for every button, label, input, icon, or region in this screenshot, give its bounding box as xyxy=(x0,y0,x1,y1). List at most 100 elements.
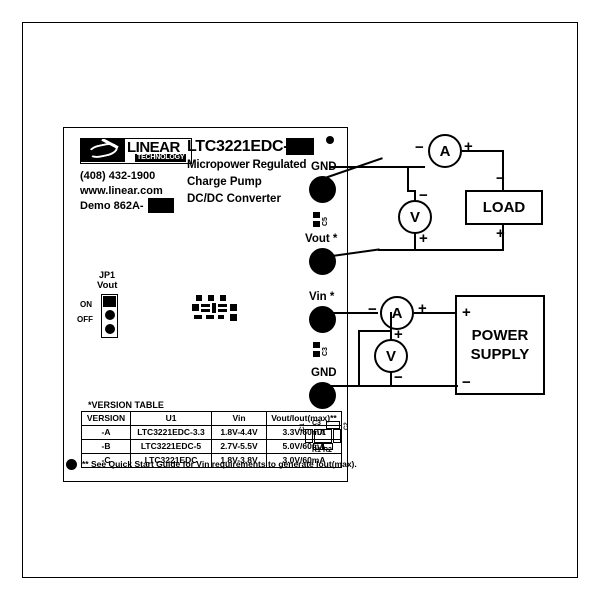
mounting-hole-bottom-left xyxy=(66,459,77,470)
terminal-gnd-top[interactable] xyxy=(309,176,336,203)
wire-voltmeter-top-branch xyxy=(407,166,409,192)
version-cell: 3.3V/60mA xyxy=(266,425,342,440)
jumper-pad-bottom xyxy=(104,324,115,334)
input-ammeter-minus-sign: − xyxy=(368,301,377,318)
output-ammeter-minus-sign: − xyxy=(415,139,424,156)
version-table-footnote: ** See Quick Start Guide for Vin require… xyxy=(82,459,357,469)
silkscreen-c2-label: C2 xyxy=(344,422,350,430)
version-cell: -A xyxy=(81,425,131,440)
wire-load-top-drop xyxy=(502,150,504,191)
demo-version-blank xyxy=(148,198,174,213)
terminal-vout[interactable] xyxy=(309,248,336,275)
wire-voltmeter-top-lead xyxy=(407,190,416,192)
version-cell: LTC3221EDC xyxy=(130,453,212,468)
jumper-off-label: OFF xyxy=(77,315,93,324)
power-supply-label-line1: POWER xyxy=(471,327,529,344)
version-cell: -B xyxy=(81,439,131,454)
logo-subtext: TECHNOLOGY xyxy=(135,154,187,162)
output-ammeter-symbol: A xyxy=(439,142,451,160)
wire-ammeter-to-load xyxy=(462,150,504,152)
output-voltmeter-symbol: V xyxy=(409,208,420,226)
version-table-header-cell: VERSION xyxy=(81,411,131,426)
output-ammeter: A xyxy=(428,134,462,168)
version-cell: LTC3221EDC-5 xyxy=(130,439,212,454)
input-voltmeter: V xyxy=(374,339,408,373)
table-row: -C LTC3221EDC 1.8V-3.8V 3.0V/60mA xyxy=(81,453,342,468)
table-row: -B LTC3221EDC-5 2.7V-5.5V 5.0V/60mA xyxy=(81,439,342,454)
part-version-blank xyxy=(286,138,314,155)
version-table-header-cell: Vout/Iout(max)** xyxy=(266,411,342,426)
jumper-signal-label: Vout xyxy=(97,280,118,291)
diagram-border xyxy=(22,22,578,578)
jumper-on-label: ON xyxy=(80,300,92,309)
version-cell: LTC3221EDC-3.3 xyxy=(130,425,212,440)
wire-supply-to-gnd xyxy=(330,385,458,387)
terminal-label-vin: Vin * xyxy=(309,291,335,303)
version-cell: 5.0V/60mA xyxy=(266,439,342,454)
board-description-line-3: DC/DC Converter xyxy=(187,193,281,205)
output-voltmeter-plus-sign: + xyxy=(419,230,428,247)
version-table-header-cell: Vin xyxy=(211,411,267,426)
logo-wordmark: LINEAR xyxy=(127,139,180,156)
input-voltmeter-symbol: V xyxy=(385,347,396,365)
terminal-label-gnd-top: GND xyxy=(311,161,337,173)
load-plus-sign: + xyxy=(496,225,505,242)
wire-load-bottom-rise xyxy=(502,225,504,251)
wire-ammeter-to-supply-plus xyxy=(414,312,458,314)
version-cell: -C xyxy=(81,453,131,468)
power-supply-plus-sign: + xyxy=(462,304,471,321)
output-voltmeter: V xyxy=(398,200,432,234)
terminal-vin[interactable] xyxy=(309,306,336,333)
input-ammeter-plus-sign: + xyxy=(418,300,427,317)
linear-technology-logo: LINEAR TECHNOLOGY xyxy=(80,138,192,164)
power-supply-minus-sign: − xyxy=(462,374,471,391)
version-table-title: *VERSION TABLE xyxy=(88,400,164,410)
input-voltmeter-plus-sign: + xyxy=(394,326,403,343)
silkscreen-cap-c5-label: C5 xyxy=(322,217,329,226)
demo-board: LINEAR TECHNOLOGY (408) 432-1900 www.lin… xyxy=(63,127,357,482)
load-minus-sign: − xyxy=(496,170,505,187)
wire-input-voltmeter-bottom-stub xyxy=(390,372,392,386)
output-ammeter-plus-sign: + xyxy=(464,138,473,155)
power-supply-box: POWER SUPPLY xyxy=(455,295,545,395)
terminal-label-gnd-bottom: GND xyxy=(311,367,337,379)
terminal-label-vout: Vout * xyxy=(305,233,338,245)
board-description-line-1: Micropower Regulated xyxy=(187,159,307,171)
jumper-pad-middle xyxy=(104,310,115,320)
jumper-name-label: JP1 xyxy=(99,270,116,280)
version-cell: 3.0V/60mA xyxy=(266,453,342,468)
version-table-header-cell: U1 xyxy=(130,411,212,426)
board-website: www.linear.com xyxy=(80,185,163,197)
table-row: -A LTC3221EDC-3.3 1.8V-4.4V 3.3V/60mA xyxy=(81,425,342,440)
board-demo-label: Demo 862A- xyxy=(80,200,144,212)
input-ammeter-symbol: A xyxy=(391,304,403,322)
version-cell: 1.8V-3.8V xyxy=(211,453,267,468)
silkscreen-cap-c3-mid: C3 xyxy=(313,342,331,358)
input-voltmeter-minus-sign: − xyxy=(394,369,403,386)
load-label: LOAD xyxy=(482,199,526,216)
wire-voltmeter-bottom-stub xyxy=(414,233,416,250)
wire-gnd-to-ammeter xyxy=(330,166,425,168)
jumper-jp1[interactable] xyxy=(101,294,118,338)
board-phone: (408) 432-1900 xyxy=(80,170,156,182)
wire-voltmeter-top-stub xyxy=(414,190,416,201)
wire-input-voltmeter-top-stub xyxy=(390,312,392,340)
wire-input-voltmeter-branch xyxy=(358,330,392,332)
jumper-shunt xyxy=(103,296,116,307)
mounting-hole-top-right xyxy=(326,136,334,144)
silkscreen-cap-c5: C5 xyxy=(313,212,331,228)
board-description-line-2: Charge Pump xyxy=(187,176,262,188)
lt-logo-mark-icon xyxy=(81,139,125,162)
center-footprint-cluster xyxy=(192,295,248,321)
wire-input-voltmeter-left-drop xyxy=(358,330,360,385)
input-ammeter: A xyxy=(380,296,414,330)
version-cell: 2.7V-5.5V xyxy=(211,439,267,454)
wire-vin-to-ammeter xyxy=(330,312,378,314)
board-part-number: LTC3221EDC- xyxy=(187,138,289,155)
wire-load-to-vout xyxy=(378,249,504,251)
version-table: VERSION U1 Vin Vout/Iout(max)** -A LTC32… xyxy=(81,411,342,468)
version-cell: 1.8V-4.4V xyxy=(211,425,267,440)
output-voltmeter-minus-sign: − xyxy=(419,187,428,204)
power-supply-label-line2: SUPPLY xyxy=(470,346,530,363)
